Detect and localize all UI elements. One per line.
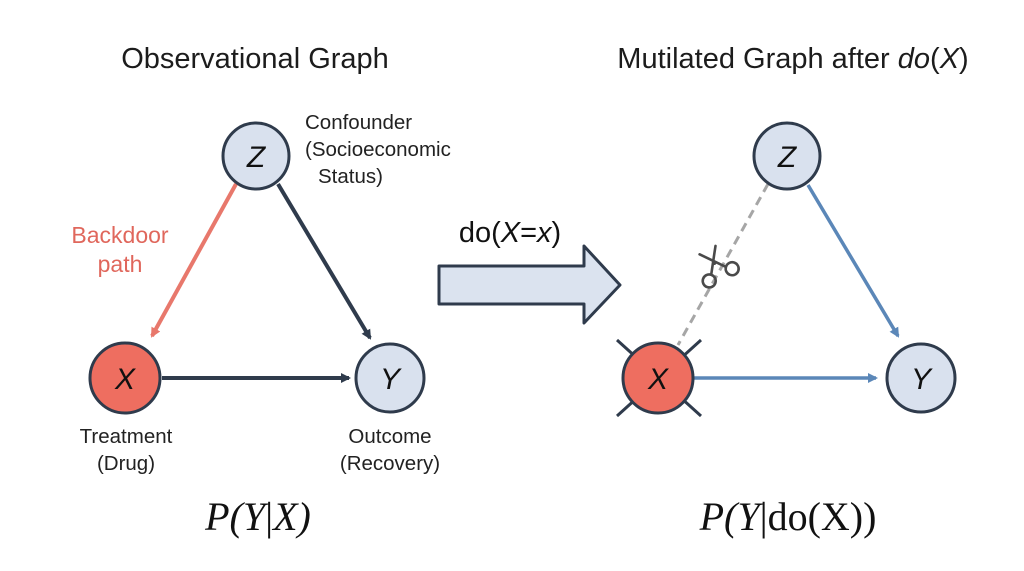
interventional-formula: P(Y|do(X)) — [699, 494, 877, 539]
node-x-left-label: X — [114, 363, 136, 396]
node-x-right-label: X — [647, 363, 669, 396]
node-y-right: Y — [885, 342, 957, 414]
observational-formula: P(Y|X) — [204, 494, 311, 539]
svg-text:(Drug): (Drug) — [97, 452, 155, 475]
intervention-arrow — [437, 244, 622, 325]
node-z-left-label: Z — [246, 141, 267, 174]
svg-text:(Socioeconomic: (Socioeconomic — [305, 138, 451, 161]
backdoor-path-label: Backdoor path — [71, 222, 169, 277]
edge-z-to-y-right — [806, 184, 900, 338]
confounder-label: Confounder (Socioeconomic Status) — [305, 111, 451, 188]
svg-text:Status): Status) — [318, 165, 383, 188]
svg-text:Outcome: Outcome — [348, 425, 431, 448]
scissors-icon — [698, 244, 740, 289]
node-y-right-label: Y — [911, 363, 933, 396]
edge-z-to-x-backdoor — [150, 183, 238, 338]
mutilated-graph-title: Mutilated Graph after do(X) — [617, 43, 968, 75]
svg-text:Treatment: Treatment — [80, 425, 173, 448]
edge-z-to-y — [276, 182, 372, 340]
svg-text:(Recovery): (Recovery) — [340, 452, 440, 475]
svg-text:Backdoor: Backdoor — [71, 222, 169, 248]
node-z-right: Z — [752, 121, 822, 191]
observational-graph-title: Observational Graph — [121, 43, 389, 75]
outcome-label: Outcome (Recovery) — [340, 425, 440, 475]
svg-text:path: path — [98, 251, 143, 277]
node-x-right: X — [615, 338, 703, 418]
node-x-left: X — [88, 341, 162, 415]
svg-text:Confounder: Confounder — [305, 111, 412, 134]
do-intervention-label: do(X=x) — [459, 217, 561, 249]
node-z-right-label: Z — [777, 141, 798, 174]
node-y-left-label: Y — [380, 363, 402, 396]
treatment-label: Treatment (Drug) — [80, 425, 173, 475]
node-z-left: Z — [221, 121, 291, 191]
node-y-left: Y — [354, 342, 426, 414]
